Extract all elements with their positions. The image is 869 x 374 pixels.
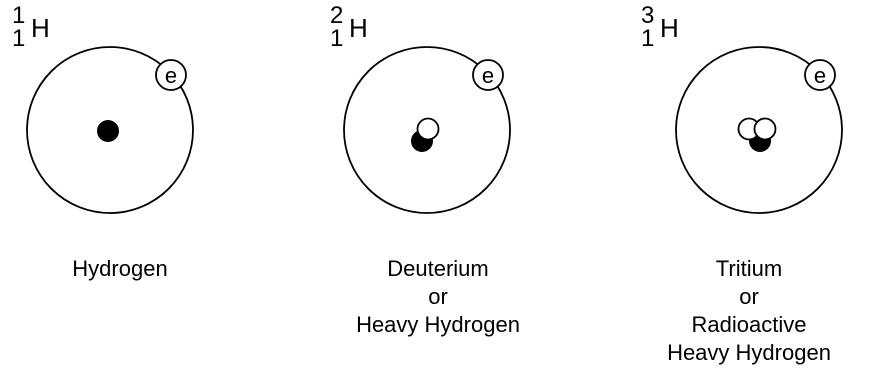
isotope-caption: Tritium or Radioactive Heavy Hydrogen <box>629 255 869 367</box>
nuclide-symbol: 1 1 H <box>12 4 72 64</box>
caption-line: Heavy Hydrogen <box>629 339 869 367</box>
isotope-deuterium: e 2 1 H Deuterium or Heavy Hydrogen <box>318 0 558 374</box>
electron-label: e <box>482 63 494 88</box>
isotope-caption: Deuterium or Heavy Hydrogen <box>318 255 558 339</box>
proton <box>97 120 119 142</box>
atomic-number: 1 <box>330 27 343 51</box>
caption-line: or <box>318 283 558 311</box>
element-symbol: H <box>349 15 368 41</box>
neutron <box>418 119 439 140</box>
caption-line: Heavy Hydrogen <box>318 311 558 339</box>
electron-label: e <box>165 63 177 88</box>
caption-line: Radioactive <box>629 311 869 339</box>
neutron <box>755 119 776 140</box>
element-symbol: H <box>31 15 50 41</box>
caption-line: Hydrogen <box>0 255 240 283</box>
isotope-caption: Hydrogen <box>0 255 240 283</box>
nuclide-symbol: 3 1 H <box>641 4 701 64</box>
atomic-number: 1 <box>641 27 654 51</box>
caption-line: or <box>629 283 869 311</box>
caption-line: Tritium <box>629 255 869 283</box>
isotope-tritium: e 3 1 H Tritium or Radioactive Heavy Hyd… <box>629 0 869 374</box>
atomic-number: 1 <box>12 27 25 51</box>
isotope-hydrogen: e 1 1 H Hydrogen <box>0 0 240 374</box>
caption-line: Deuterium <box>318 255 558 283</box>
element-symbol: H <box>660 15 679 41</box>
nuclide-symbol: 2 1 H <box>330 4 390 64</box>
electron-label: e <box>814 63 826 88</box>
